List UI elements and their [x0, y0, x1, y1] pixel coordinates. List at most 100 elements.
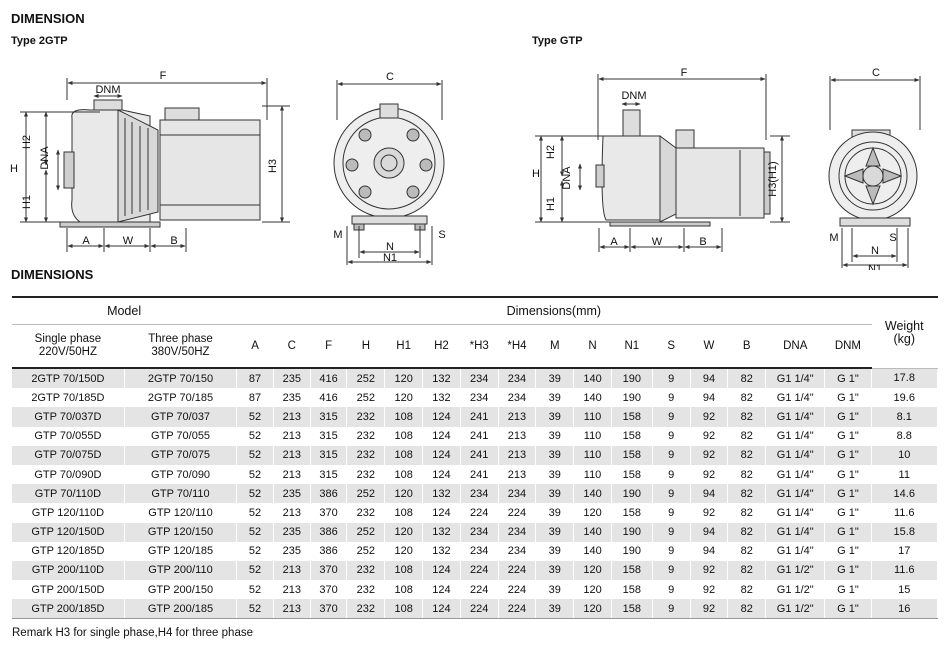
- dimension-cell: 213: [498, 464, 537, 485]
- dimension-cell: 224: [460, 599, 499, 620]
- dimension-cell: 252: [346, 541, 386, 561]
- label-dna-right: DNA: [561, 166, 573, 190]
- column-header: H2: [422, 324, 461, 369]
- type-gtp-label: Type GTP: [532, 35, 583, 47]
- single-phase-model-cell: GTP 70/075D: [12, 445, 125, 465]
- dimension-cell: 224: [498, 580, 537, 600]
- dimension-cell: 94: [690, 484, 729, 504]
- label-m-left: M: [333, 229, 342, 241]
- dimension-cell: 108: [384, 599, 424, 620]
- dimension-cell: 92: [690, 599, 729, 620]
- weight-cell: 8.1: [871, 407, 938, 427]
- dimension-cell: G 1": [824, 580, 872, 600]
- dimension-cell: 9: [652, 541, 691, 561]
- label-c-right: C: [872, 67, 880, 79]
- dimension-cell: 213: [273, 426, 311, 446]
- dimensions-header: Dimensions(mm): [236, 296, 872, 325]
- dimension-cell: 124: [422, 503, 461, 523]
- column-header: DNA: [765, 324, 826, 369]
- dimension-cell: 158: [611, 464, 653, 485]
- dimension-cell: 94: [690, 522, 729, 542]
- dimension-cell: 120: [573, 560, 612, 581]
- dimension-cell: 234: [460, 522, 499, 542]
- dimension-cell: 386: [310, 522, 348, 542]
- weight-cell: 17: [871, 541, 938, 561]
- dimension-cell: 120: [573, 599, 612, 620]
- dimension-cell: 82: [727, 426, 767, 446]
- dimension-cell: 252: [346, 388, 386, 408]
- weight-cell: 17.8: [871, 368, 938, 389]
- dimension-cell: G1 1/2": [765, 560, 826, 581]
- label-b-right: B: [699, 236, 706, 248]
- dimension-cell: 158: [611, 503, 653, 523]
- dimension-cell: 190: [611, 388, 653, 408]
- column-header: S: [652, 324, 691, 369]
- dimension-cell: 416: [310, 368, 348, 389]
- dimension-cell: 87: [236, 388, 274, 408]
- dimension-cell: 315: [310, 445, 348, 465]
- label-b-left: B: [170, 235, 177, 247]
- dimension-cell: 158: [611, 445, 653, 465]
- dimension-cell: 370: [310, 580, 348, 600]
- dimension-cell: 120: [573, 503, 612, 523]
- dimension-cell: 82: [727, 368, 767, 389]
- label-n1-left: N1: [383, 252, 397, 264]
- dimension-cell: 9: [652, 599, 691, 620]
- dimension-cell: 94: [690, 388, 729, 408]
- dimension-cell: 224: [460, 580, 499, 600]
- three-phase-model-cell: 2GTP 70/150: [124, 368, 238, 389]
- dimension-cell: 213: [273, 464, 311, 485]
- label-f-left: F: [160, 70, 167, 82]
- dimension-cell: 213: [498, 445, 537, 465]
- dimension-cell: 224: [460, 560, 499, 581]
- column-header: H1: [384, 324, 424, 369]
- dimension-cell: G1 1/4": [765, 388, 826, 408]
- dimension-cell: 82: [727, 541, 767, 561]
- dimension-cell: 234: [460, 484, 499, 504]
- weight-cell: 15: [871, 580, 938, 600]
- dimension-cell: 108: [384, 407, 424, 427]
- dimension-cell: 9: [652, 388, 691, 408]
- dimension-cell: 52: [236, 522, 274, 542]
- three-phase-model-cell: GTP 120/150: [124, 522, 238, 542]
- three-phase-model-cell: GTP 70/110: [124, 484, 238, 504]
- dimension-cell: 140: [573, 541, 612, 561]
- three-phase-model-cell: GTP 70/090: [124, 464, 238, 485]
- single-phase-model-cell: GTP 70/037D: [12, 407, 125, 427]
- dimension-cell: 82: [727, 599, 767, 620]
- dimension-cell: 158: [611, 599, 653, 620]
- label-n1-right: N1: [868, 263, 882, 270]
- dimension-cell: 110: [573, 464, 612, 485]
- dimension-cell: 140: [573, 522, 612, 542]
- dimension-cell: 92: [690, 407, 729, 427]
- dimension-cell: G 1": [824, 503, 872, 523]
- column-header: C: [273, 324, 311, 369]
- single-phase-label: Single phase: [34, 333, 102, 345]
- dimension-cell: G1 1/4": [765, 541, 826, 561]
- dimension-cell: 82: [727, 503, 767, 523]
- dimension-cell: G 1": [824, 541, 872, 561]
- dimension-cell: G1 1/4": [765, 407, 826, 427]
- dimension-cell: 386: [310, 484, 348, 504]
- three-phase-spec: 380V/50HZ: [151, 346, 210, 358]
- dimension-cell: 252: [346, 522, 386, 542]
- dimension-cell: 120: [573, 580, 612, 600]
- label-dnm-right: DNM: [621, 90, 646, 102]
- column-header: DNM: [824, 324, 872, 369]
- column-header: F: [310, 324, 348, 369]
- dimension-cell: 94: [690, 541, 729, 561]
- column-header: M: [535, 324, 575, 369]
- label-w-left: W: [123, 235, 134, 247]
- dimension-cell: 108: [384, 426, 424, 446]
- label-h-right: H: [532, 168, 540, 180]
- label-dna-left: DNA: [39, 146, 51, 170]
- dimension-cell: 252: [346, 368, 386, 389]
- dimension-cell: 241: [460, 407, 499, 427]
- dimension-cell: 132: [422, 541, 461, 561]
- three-phase-model-cell: GTP 200/150: [124, 580, 238, 600]
- single-phase-model-cell: GTP 120/110D: [12, 503, 125, 523]
- dimension-cell: 235: [273, 541, 311, 561]
